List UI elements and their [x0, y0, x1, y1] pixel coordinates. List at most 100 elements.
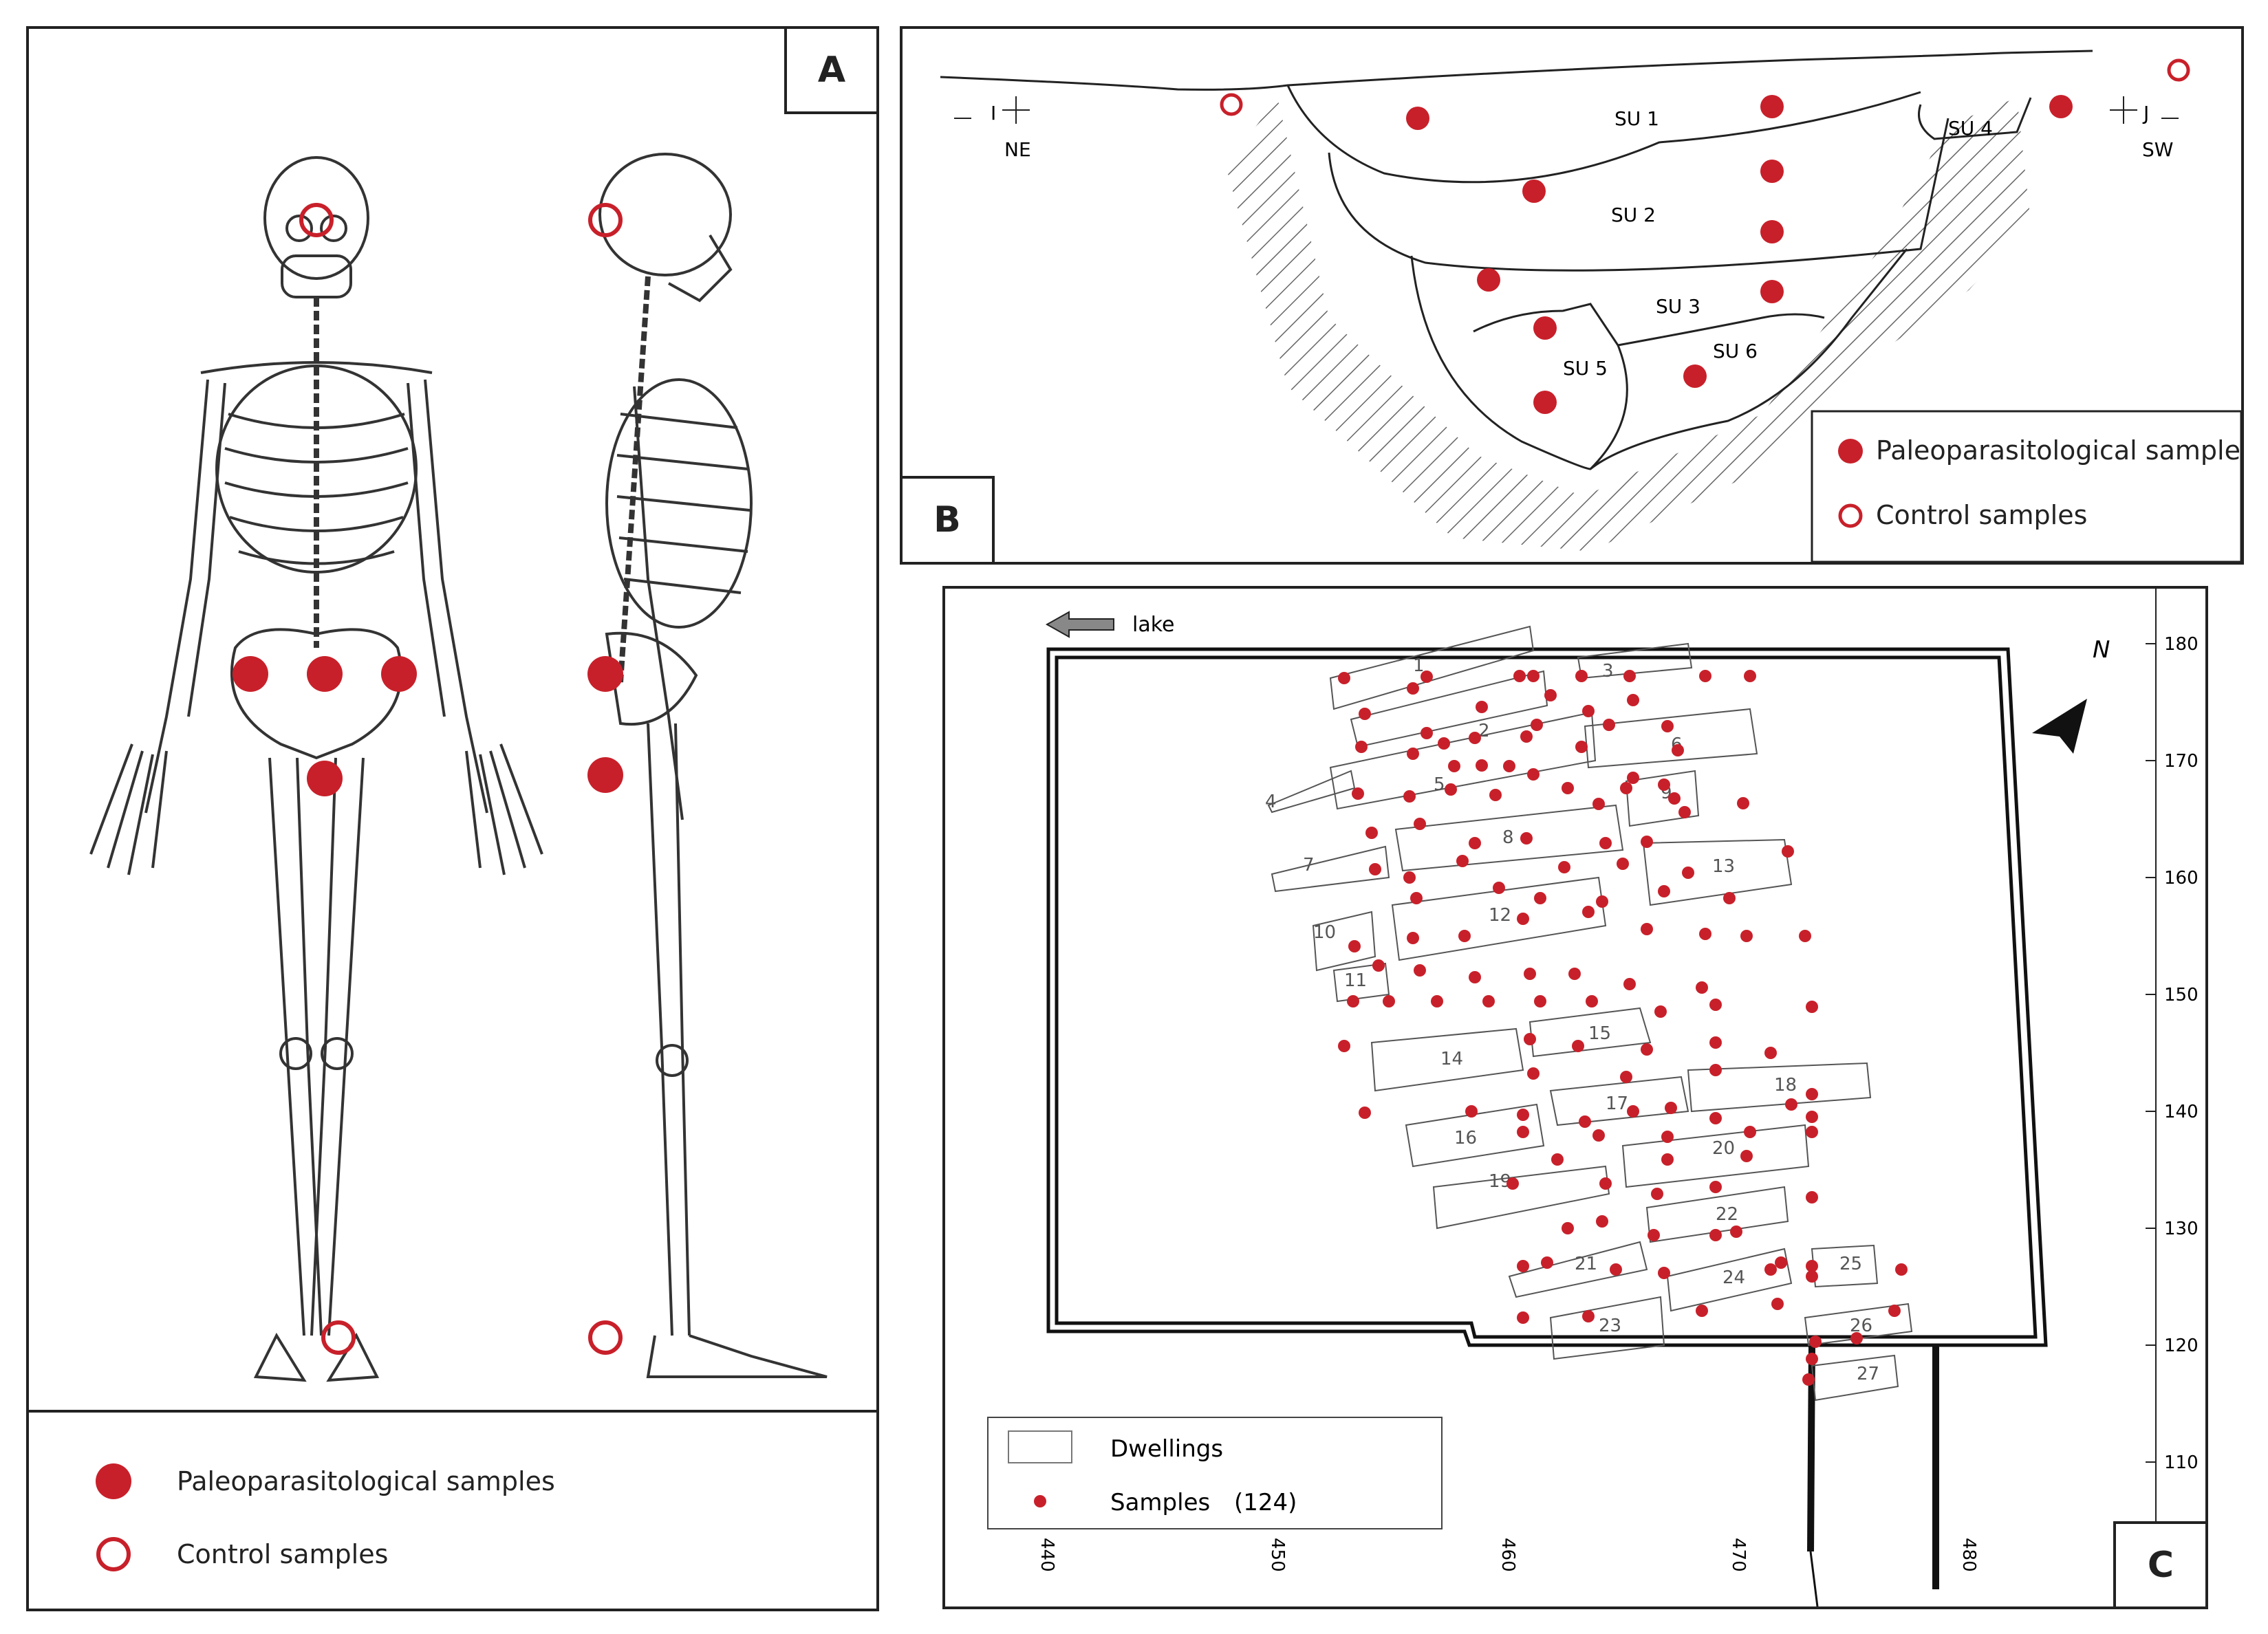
panel-c-letter: C	[2113, 1521, 2208, 1609]
sample-point	[1568, 968, 1581, 980]
sample-point	[1403, 871, 1416, 884]
sample-point	[1355, 741, 1368, 753]
sample-point	[1562, 1222, 1574, 1234]
sample-point	[1551, 1153, 1564, 1166]
sample-point	[1682, 867, 1694, 879]
sample-point	[1623, 978, 1636, 990]
su-6-label: SU 6	[1713, 340, 1758, 362]
sample-point	[1586, 995, 1598, 1007]
sample-point	[1476, 701, 1488, 713]
sample-marker	[307, 656, 343, 692]
dwelling-outline	[1549, 1076, 1689, 1126]
section-samples	[1406, 95, 2073, 414]
sample-point	[1610, 1263, 1622, 1276]
sample-point	[1668, 792, 1681, 805]
sample-point	[1517, 1109, 1529, 1121]
y-tick-label: 110	[2164, 1452, 2199, 1473]
dwelling-number: 22	[1716, 1204, 1738, 1225]
sample-point	[1544, 689, 1557, 701]
sample-point	[1506, 1177, 1519, 1190]
y-tick-label: 150	[2164, 985, 2199, 1005]
sample-point	[1699, 670, 1711, 682]
dwelling-outline	[1329, 711, 1597, 810]
sample-point	[1709, 1229, 1722, 1241]
sample-point	[1696, 981, 1708, 994]
sample-point	[1648, 1229, 1660, 1241]
panel-c-legend	[987, 1417, 1443, 1529]
dwelling-outline	[1271, 845, 1390, 893]
sample-point	[1476, 759, 1488, 772]
sample-point	[1365, 827, 1378, 839]
sample-point	[1369, 863, 1381, 875]
lake-label: lake	[1132, 613, 1174, 637]
dwelling-number: 18	[1774, 1075, 1797, 1096]
dwelling-outline	[1267, 770, 1356, 814]
sample-point	[1661, 1153, 1674, 1166]
dwelling-outline	[1394, 804, 1624, 872]
sample-point	[1482, 995, 1495, 1007]
sample-point	[1421, 727, 1433, 739]
sample-point	[1445, 783, 1457, 796]
samples	[1338, 670, 1908, 1386]
sample-point	[1431, 995, 1443, 1007]
sample-point	[1527, 768, 1540, 781]
sample-point	[1582, 705, 1595, 717]
panel-a-letter: A	[784, 26, 879, 114]
sample-point	[1458, 930, 1471, 942]
panel-a: Paleoparasitological samples Control sam…	[26, 26, 879, 1611]
sample-point	[1582, 906, 1595, 918]
dwelling-outline	[1584, 708, 1758, 769]
sample-point	[1806, 1260, 1818, 1272]
sample-point	[1524, 968, 1536, 980]
sample-point	[1802, 1373, 1815, 1386]
sample-point	[1407, 932, 1419, 944]
sample-point	[1599, 837, 1612, 849]
legend-filled-label: Paleoparasitological samples	[177, 1466, 555, 1496]
sample-point	[1558, 861, 1570, 873]
control-marker	[299, 203, 334, 237]
x-tick-label: 460	[1498, 1538, 1518, 1572]
sample-point	[1592, 798, 1605, 810]
profile-lines	[940, 50, 2093, 470]
dwelling-number: 15	[1588, 1023, 1611, 1044]
legend-open-label: Control samples	[1876, 500, 2087, 530]
sample-point	[1383, 995, 1395, 1007]
sample-point	[1421, 671, 1433, 683]
x-axis-ticks: 440450460470480490500510520530	[1037, 1538, 2210, 1572]
sample-point	[1723, 892, 1736, 904]
sample-point	[1493, 882, 1505, 894]
sample-point	[1524, 1033, 1536, 1045]
sample-point	[1627, 694, 1639, 706]
sample-point	[1737, 797, 1749, 809]
sample-marker	[587, 656, 623, 692]
north-label: N	[2093, 636, 2110, 664]
sample-marker	[1477, 268, 1500, 292]
dwelling-number: 20	[1712, 1138, 1735, 1159]
y-tick-label: 170	[2164, 751, 2199, 772]
dwelling-number: 10	[1313, 922, 1336, 943]
sample-point	[1465, 1105, 1478, 1118]
sample-point	[1520, 832, 1533, 845]
section-marker-right: J SW	[2110, 96, 2179, 161]
sample-point	[1709, 1064, 1722, 1076]
panel-b-letter: B	[900, 476, 995, 565]
sample-point	[1572, 1040, 1584, 1052]
sample-marker	[381, 656, 417, 692]
sample-point	[1534, 892, 1546, 904]
sample-point	[1517, 913, 1529, 925]
dwelling-number: 25	[1839, 1254, 1862, 1274]
sample-point	[1469, 732, 1481, 744]
sample-point	[1806, 1088, 1818, 1100]
dwelling-outline	[1666, 1248, 1793, 1312]
sample-point	[1469, 837, 1481, 849]
dwelling-outline	[1312, 911, 1376, 972]
y-tick-label: 160	[2164, 868, 2199, 889]
sample-point	[1806, 1270, 1818, 1283]
sample-point	[1448, 760, 1460, 772]
sample-point	[1338, 672, 1350, 684]
sample-point	[1672, 744, 1684, 756]
sample-point	[1414, 964, 1426, 977]
dwelling-outline	[1625, 770, 1700, 827]
legend-open-marker	[96, 1537, 131, 1571]
